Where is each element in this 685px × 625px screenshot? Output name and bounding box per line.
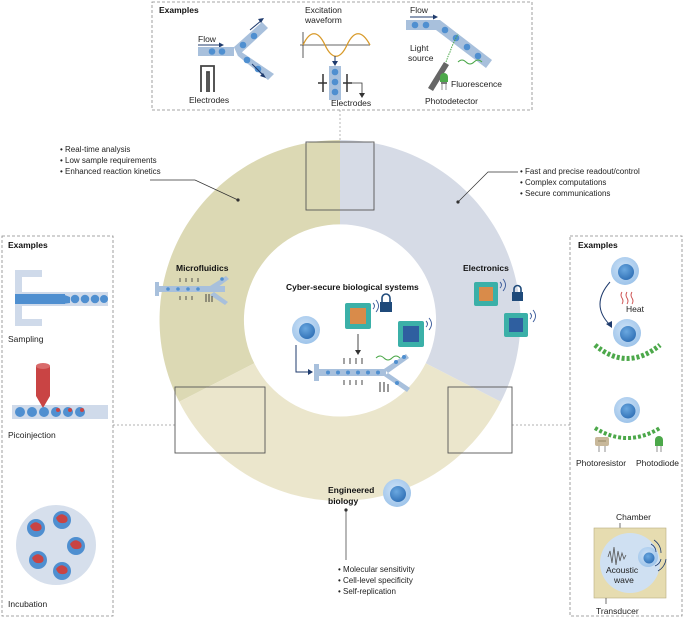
acoustic-illustration: Chamber Acoustic wave Transducer	[593, 512, 667, 616]
electronics-bullets: • Fast and precise readout/control • Com…	[456, 167, 640, 204]
sampling-illustration	[15, 270, 108, 326]
transducer-label: Transducer	[596, 606, 639, 616]
right-examples-panel: Examples Heat	[569, 235, 683, 617]
microfluidics-label: Microfluidics	[176, 263, 229, 273]
heat-illustration: Heat	[593, 257, 662, 361]
fluorescence-example: Flow Light source Fluorescence Photodete…	[406, 5, 502, 106]
microfluidics-bullet-2: • Low sample requirements	[60, 156, 157, 165]
photoresistor-icon	[595, 437, 609, 452]
connector-lines	[113, 110, 570, 426]
microfluidics-sector: Microfluidics	[155, 263, 229, 305]
heat-label: Heat	[626, 304, 645, 314]
center-microfluidic-channel	[314, 354, 410, 392]
chamber-label: Chamber	[616, 512, 651, 522]
center-system: Cyber-secure biological systems	[286, 282, 432, 392]
magnify-boxes	[174, 141, 513, 454]
photodiode-label: Photodiode	[636, 458, 679, 468]
electronics-bullet-2: • Complex computations	[520, 178, 606, 187]
excitation-label-line1: Excitation	[305, 5, 342, 15]
picoinjection-label: Picoinjection	[8, 430, 56, 440]
center-cell	[292, 316, 320, 344]
excitation-example: Excitation waveform Electrodes	[300, 5, 371, 108]
biology-sector: Engineered biology • Molecular sensitivi…	[328, 479, 415, 596]
magnify-box-left	[174, 386, 266, 454]
microfluidics-bullet-1: • Real-time analysis	[60, 145, 130, 154]
microfluidics-arc	[159, 139, 340, 402]
flow-label-1: Flow	[198, 34, 217, 44]
photoresistor-label: Photoresistor	[576, 458, 626, 468]
electronics-sector: Electronics	[463, 263, 536, 337]
center-title: Cyber-secure biological systems	[286, 282, 419, 292]
photo-sensing-illustration: Photoresistor Photodiode	[576, 397, 679, 468]
incubation-label: Incubation	[8, 599, 47, 609]
chip-icon-blue	[504, 309, 536, 337]
chip-icon-orange	[474, 278, 506, 306]
electrodes-label-1: Electrodes	[189, 95, 229, 105]
magnify-box-right	[447, 386, 513, 454]
excitation-label-line2: waveform	[304, 15, 342, 25]
electronics-label: Electronics	[463, 263, 509, 273]
sector-ring	[159, 139, 521, 501]
incubation-illustration	[16, 505, 96, 585]
light-source-line1: Light	[410, 43, 429, 53]
biology-bullet-2: • Cell-level specificity	[338, 576, 413, 585]
left-panel-heading: Examples	[8, 240, 48, 250]
center-chip-blue	[398, 317, 432, 347]
biology-label-line1: Engineered	[328, 485, 374, 495]
microfluidics-bullet-3: • Enhanced reaction kinetics	[60, 167, 161, 176]
sampling-label: Sampling	[8, 334, 44, 344]
acoustic-wave-line2: wave	[613, 575, 634, 585]
fluorescence-label: Fluorescence	[451, 79, 502, 89]
right-panel-heading: Examples	[578, 240, 618, 250]
electrodes-label-2: Electrodes	[331, 98, 371, 108]
top-panel-heading: Examples	[159, 5, 199, 15]
flow-electrode-example: Flow Electrodes	[189, 18, 274, 105]
center-lock-icon	[380, 293, 392, 312]
flow-label-2: Flow	[410, 5, 429, 15]
center-chip-orange	[345, 299, 379, 329]
microfluidics-bullets: • Real-time analysis • Low sample requir…	[60, 145, 240, 202]
biology-label-line2: biology	[328, 496, 358, 506]
photodetector-label: Photodetector	[425, 96, 478, 106]
photodiode-icon	[655, 436, 663, 452]
electronics-arc	[340, 139, 521, 402]
light-source-line2: source	[408, 53, 434, 63]
lock-icon	[512, 284, 523, 301]
microfluidic-chip-icon	[155, 276, 229, 305]
biology-arc	[179, 363, 501, 501]
electronics-bullet-3: • Secure communications	[520, 189, 610, 198]
left-examples-panel: Examples Sampling	[1, 235, 114, 617]
acoustic-wave-line1: Acoustic	[606, 565, 639, 575]
magnify-box-top	[305, 141, 375, 211]
biology-cell	[383, 479, 411, 507]
biology-bullet-1: • Molecular sensitivity	[338, 565, 415, 574]
top-examples-panel: Examples Flow Electrodes Excitation	[151, 1, 533, 111]
picoinjection-illustration	[12, 363, 108, 419]
biology-bullet-3: • Self-replication	[338, 587, 396, 596]
electronics-bullet-1: • Fast and precise readout/control	[520, 167, 640, 176]
